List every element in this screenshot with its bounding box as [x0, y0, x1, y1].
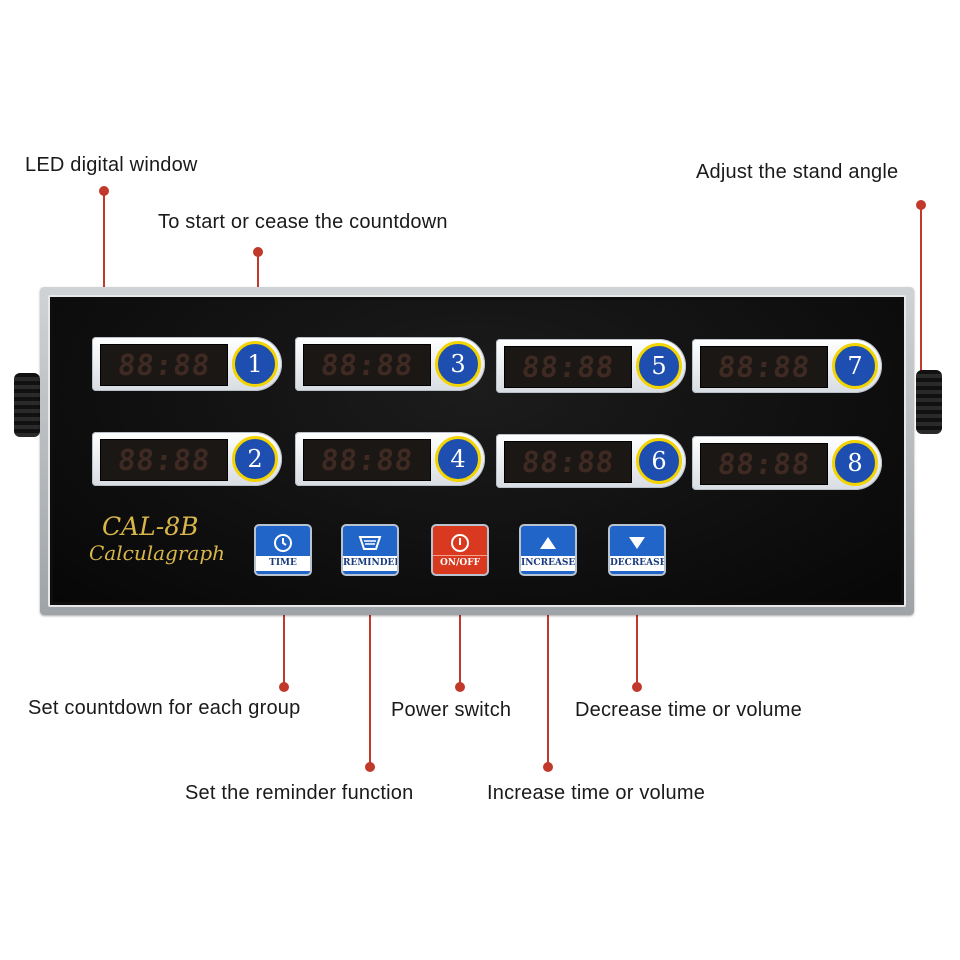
led-display-2: 88:88 — [100, 439, 228, 481]
led-display-3: 88:88 — [303, 344, 431, 386]
decrease-button-label: DECREASE — [610, 556, 664, 571]
on-off-button[interactable]: ON/OFF — [431, 524, 489, 576]
start-stop-button-4[interactable]: 4 — [435, 436, 481, 482]
callout-led-window: LED digital window — [25, 154, 198, 176]
stand-angle-knob-left[interactable] — [14, 373, 40, 437]
timer-group-6[interactable]: 88:88 6 — [496, 434, 686, 488]
callout-set-countdown: Set countdown for each group — [28, 697, 301, 719]
callout-stand-angle: Adjust the stand angle — [696, 161, 899, 183]
callout-dot-reminder — [365, 762, 375, 772]
callout-dot-start-cease — [253, 247, 263, 257]
start-stop-button-6[interactable]: 6 — [636, 438, 682, 484]
triangle-down-icon — [610, 530, 664, 556]
timer-group-1[interactable]: 88:88 1 — [92, 337, 282, 391]
speaker-icon — [343, 530, 397, 556]
timer-group-3[interactable]: 88:88 3 — [295, 337, 485, 391]
callout-dot-increase — [543, 762, 553, 772]
callout-dot-power-switch — [455, 682, 465, 692]
time-button[interactable]: TIME — [254, 524, 312, 576]
start-stop-button-8[interactable]: 8 — [832, 440, 878, 486]
start-stop-button-5[interactable]: 5 — [636, 343, 682, 389]
led-display-1: 88:88 — [100, 344, 228, 386]
start-stop-button-1[interactable]: 1 — [232, 341, 278, 387]
timer-group-7[interactable]: 88:88 7 — [692, 339, 882, 393]
start-stop-button-3[interactable]: 3 — [435, 341, 481, 387]
led-digits: 88:88 — [520, 445, 616, 479]
power-icon — [433, 530, 487, 556]
led-digits: 88:88 — [116, 443, 212, 477]
led-display-4: 88:88 — [303, 439, 431, 481]
led-display-5: 88:88 — [504, 346, 632, 388]
start-stop-button-7[interactable]: 7 — [832, 343, 878, 389]
on-off-button-label: ON/OFF — [433, 555, 487, 571]
callout-start-cease: To start or cease the countdown — [158, 211, 448, 233]
stand-angle-knob-right[interactable] — [916, 370, 942, 434]
led-digits: 88:88 — [319, 443, 415, 477]
decrease-button[interactable]: DECREASE — [608, 524, 666, 576]
callout-dot-decrease — [632, 682, 642, 692]
led-digits: 88:88 — [319, 348, 415, 382]
clock-icon — [256, 530, 310, 556]
model-name: CAL-8B — [102, 512, 199, 541]
callout-decrease: Decrease time or volume — [575, 699, 802, 721]
led-digits: 88:88 — [116, 348, 212, 382]
brand-name: Calculagraph — [89, 541, 225, 565]
led-digits: 88:88 — [716, 447, 812, 481]
led-display-8: 88:88 — [700, 443, 828, 485]
timer-group-2[interactable]: 88:88 2 — [92, 432, 282, 486]
start-stop-button-2[interactable]: 2 — [232, 436, 278, 482]
triangle-up-icon — [521, 530, 575, 556]
timer-group-5[interactable]: 88:88 5 — [496, 339, 686, 393]
callout-increase: Increase time or volume — [487, 782, 706, 804]
timer-group-4[interactable]: 88:88 4 — [295, 432, 485, 486]
increase-button[interactable]: INCREASE — [519, 524, 577, 576]
callout-power-switch: Power switch — [391, 699, 512, 721]
led-digits: 88:88 — [520, 350, 616, 384]
time-button-label: TIME — [256, 556, 310, 571]
timer-group-8[interactable]: 88:88 8 — [692, 436, 882, 490]
callout-dot-led-window — [99, 186, 109, 196]
led-display-6: 88:88 — [504, 441, 632, 483]
callout-dot-set-countdown — [279, 682, 289, 692]
led-display-7: 88:88 — [700, 346, 828, 388]
reminder-button[interactable]: REMINDER — [341, 524, 399, 576]
led-digits: 88:88 — [716, 350, 812, 384]
callout-dot-stand-angle — [916, 200, 926, 210]
reminder-button-label: REMINDER — [343, 556, 397, 571]
increase-button-label: INCREASE — [521, 556, 575, 571]
callout-reminder: Set the reminder function — [185, 782, 414, 804]
